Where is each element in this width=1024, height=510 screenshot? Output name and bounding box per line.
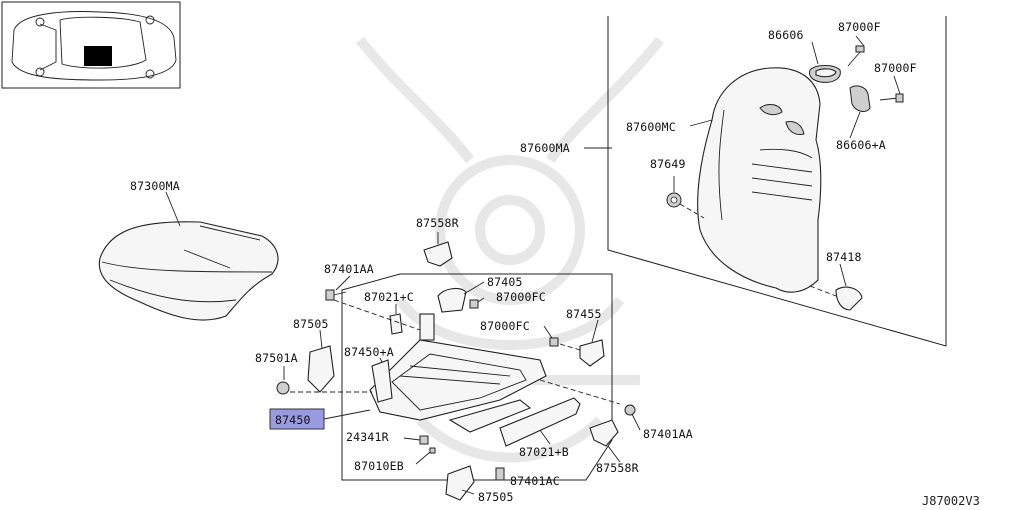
label-87000F-a[interactable]: 87000F [838, 20, 881, 34]
label-87401AC[interactable]: 87401AC [510, 474, 560, 488]
label-86606A[interactable]: 86606+A [836, 138, 886, 152]
label-87401AA-top[interactable]: 87401AA [324, 262, 374, 276]
leader-lines [283, 119, 713, 495]
label-87000FC-a[interactable]: 87000FC [496, 290, 546, 304]
bolt-87000F-side[interactable] [879, 93, 904, 103]
label-87300MA[interactable]: 87300MA [130, 179, 180, 193]
bolt-87000FC-b[interactable] [549, 337, 559, 347]
diagram-code: J87002V3 [922, 494, 980, 508]
label-87000F-b[interactable]: 87000F [874, 61, 917, 75]
headrest-guide-86606[interactable] [809, 65, 841, 83]
label-87558R-top[interactable]: 87558R [416, 216, 459, 230]
clip-87010EB[interactable] [429, 447, 436, 454]
label-87010EB[interactable]: 87010EB [354, 459, 404, 473]
label-87649[interactable]: 87649 [650, 157, 686, 171]
seat-back-part[interactable] [697, 67, 822, 293]
label-86606[interactable]: 86606 [768, 28, 804, 42]
cover-87558R-bottom[interactable] [589, 419, 619, 447]
label-87000FC-b[interactable]: 87000FC [480, 319, 530, 333]
label-87450[interactable]: 87450 [275, 413, 311, 427]
seat-cushion-part[interactable] [98, 221, 279, 321]
headrest-guide-86606A[interactable] [849, 85, 871, 112]
label-87450A[interactable]: 87450+A [344, 345, 394, 359]
bolt-87501A[interactable] [276, 381, 290, 395]
clip-24341R[interactable] [419, 435, 429, 445]
bolt-87401AA-right[interactable] [624, 404, 636, 416]
side-trim-87021B[interactable] [499, 397, 581, 447]
label-87418[interactable]: 87418 [826, 250, 862, 264]
bolt-87401AA-top[interactable] [325, 289, 347, 301]
seat-location-marker [84, 46, 112, 66]
cover-87455[interactable] [579, 339, 605, 367]
label-24341R[interactable]: 24341R [346, 430, 389, 444]
label-87600MC[interactable]: 87600MC [626, 120, 676, 134]
seat-frame-group-frame [341, 273, 613, 481]
label-87405[interactable]: 87405 [487, 275, 523, 289]
cover-87505-bottom[interactable] [445, 465, 475, 501]
label-87600MA[interactable]: 87600MA [520, 141, 570, 155]
label-87021C[interactable]: 87021+C [364, 290, 414, 304]
cover-87558R-top[interactable] [423, 241, 453, 267]
cover-87405[interactable] [437, 287, 467, 313]
label-87558R-bottom[interactable]: 87558R [596, 461, 639, 475]
label-87021B[interactable]: 87021+B [519, 445, 569, 459]
bracket-87450A[interactable] [371, 359, 393, 403]
label-87455[interactable]: 87455 [566, 307, 602, 321]
label-87505-top[interactable]: 87505 [293, 317, 329, 331]
cover-87505-top[interactable] [307, 345, 335, 393]
lever-87418[interactable] [835, 286, 863, 311]
label-87401AA-right[interactable]: 87401AA [643, 427, 693, 441]
clip-87021C[interactable] [389, 313, 403, 335]
seat-frame-part[interactable] [369, 313, 547, 433]
label-87501A[interactable]: 87501A [255, 351, 298, 365]
part-87450-highlight[interactable] [269, 408, 325, 430]
bolt-87401AC[interactable] [495, 467, 505, 481]
bolt-87000F-top[interactable] [847, 45, 865, 67]
bolt-87000FC-a[interactable] [469, 299, 479, 309]
vehicle-locator-icon [1, 1, 181, 89]
seat-back-group-frame [607, 16, 947, 347]
grommet-87649[interactable] [666, 192, 682, 208]
label-87505-bottom[interactable]: 87505 [478, 490, 514, 504]
